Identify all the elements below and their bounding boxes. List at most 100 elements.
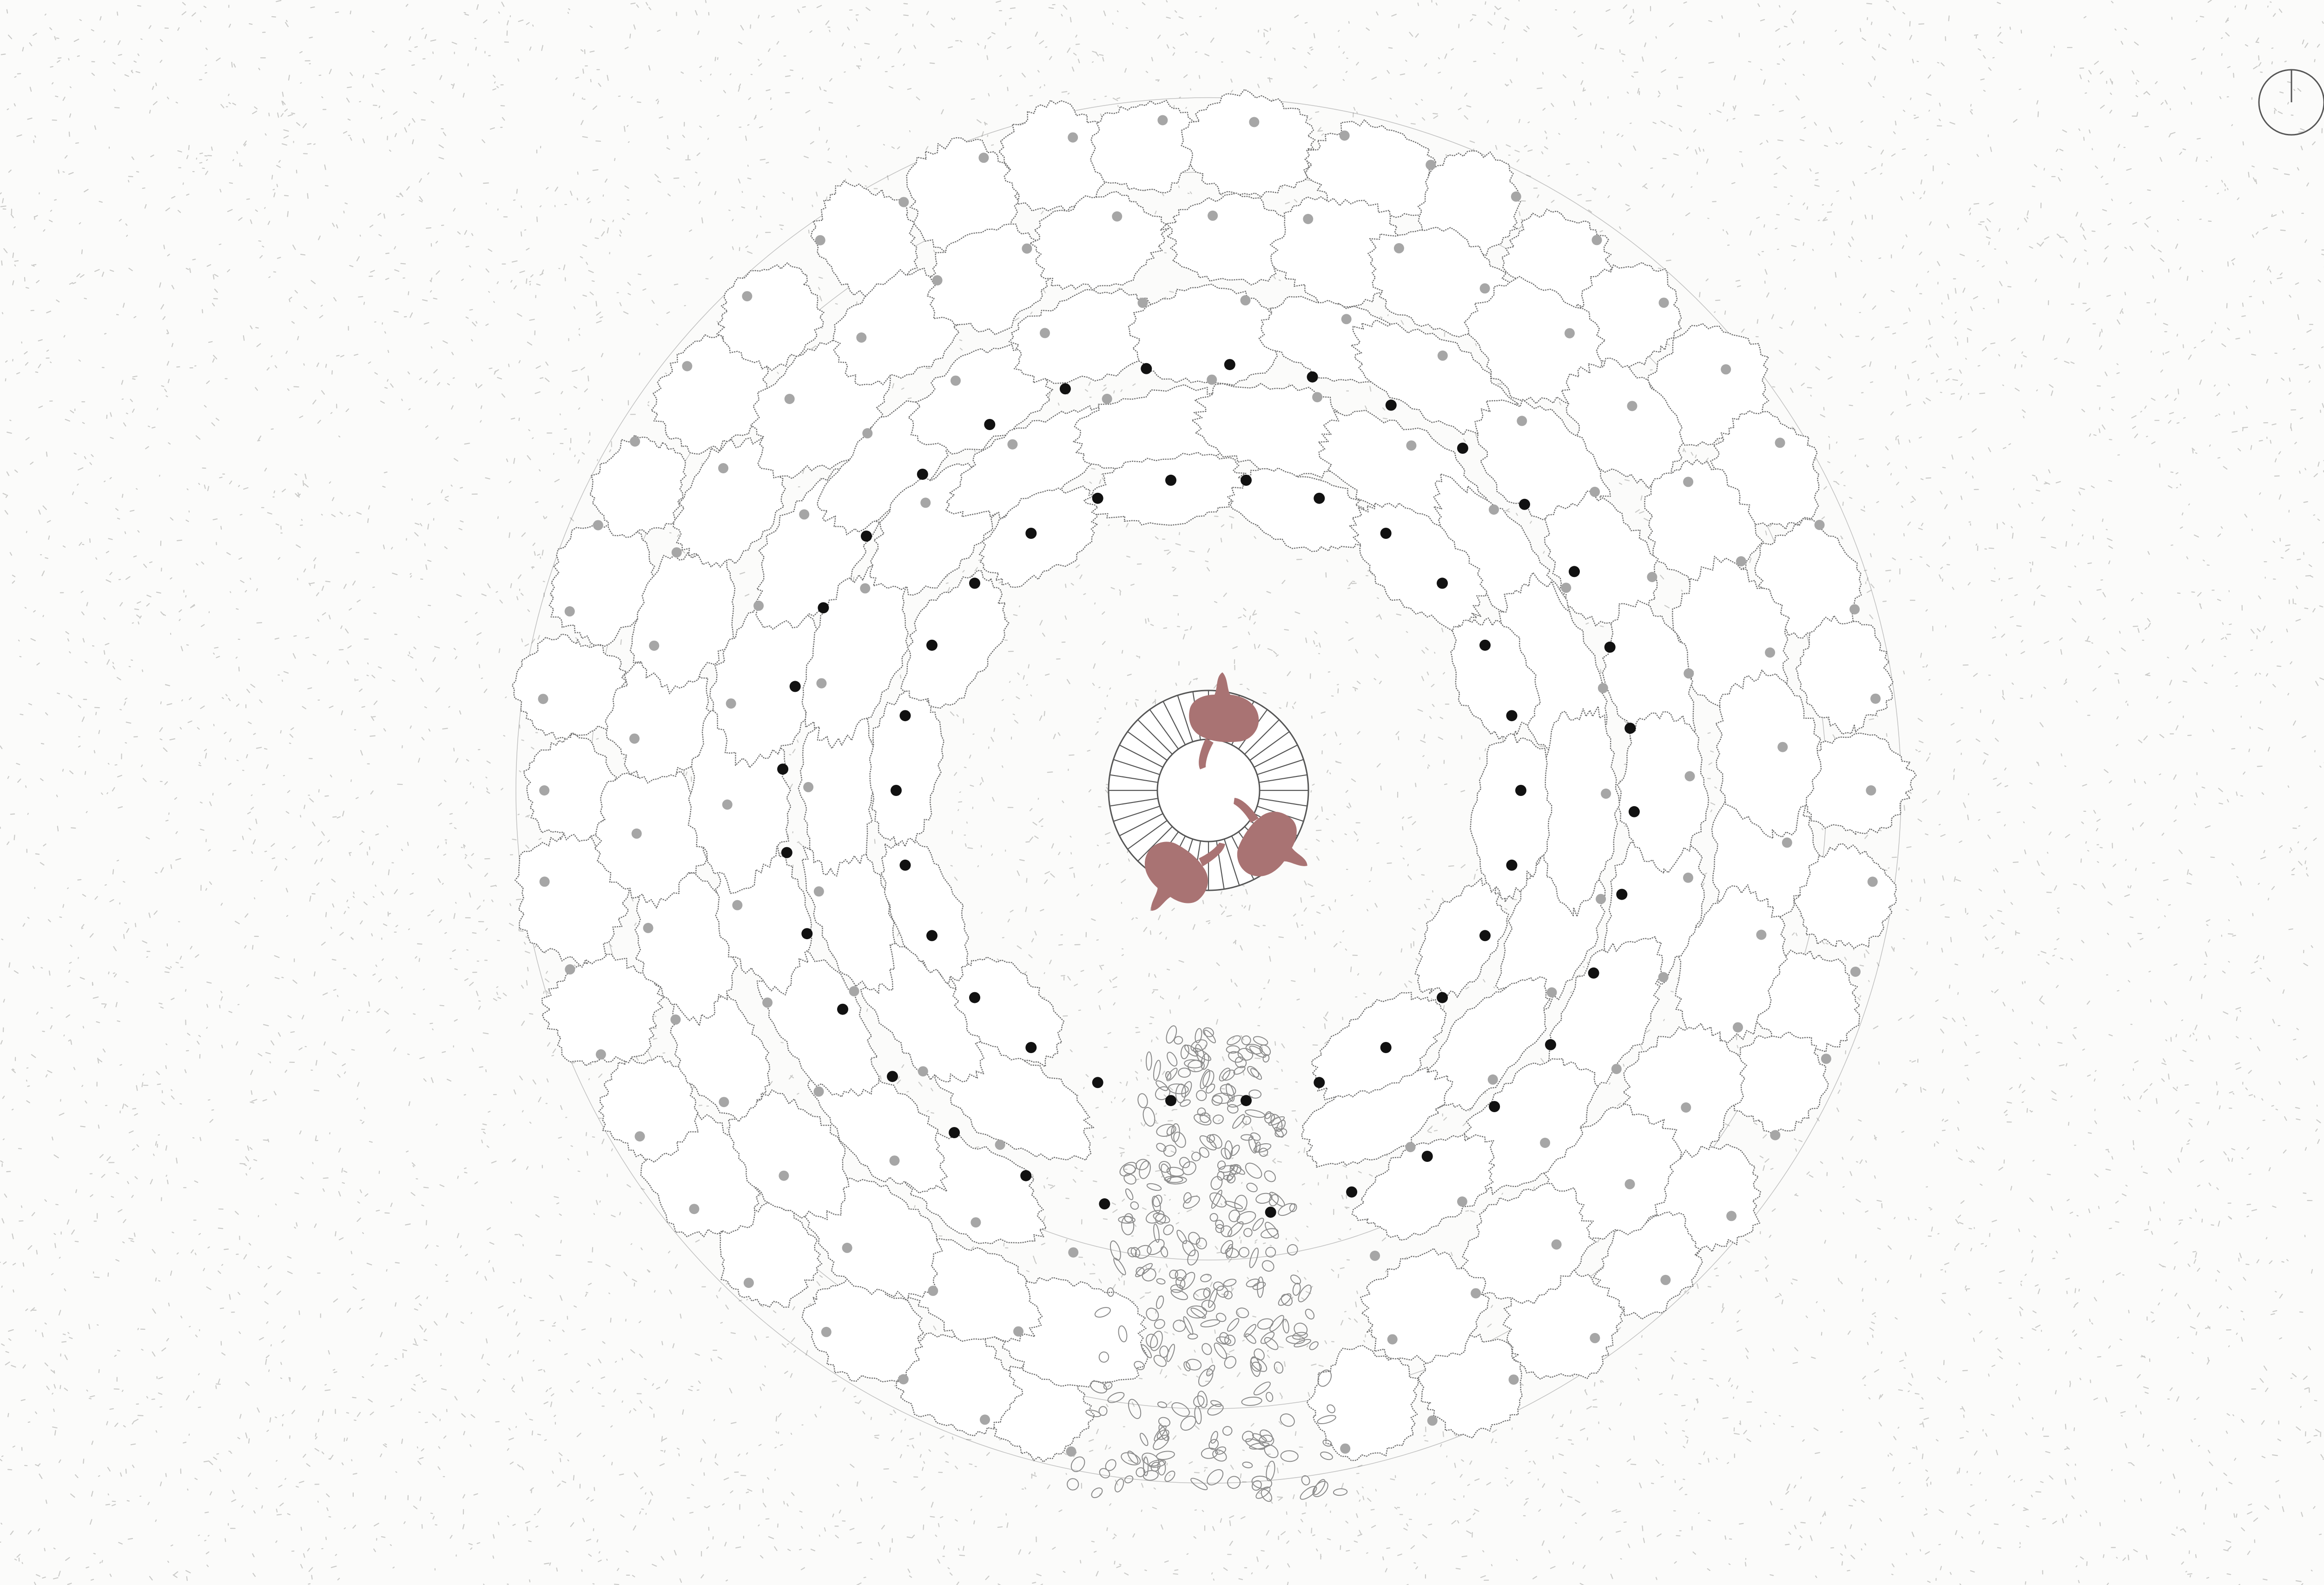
tree-trunk <box>1457 1196 1467 1207</box>
stepping-stone <box>1266 1392 1274 1402</box>
stepping-stone <box>1128 1399 1142 1419</box>
stepping-stone <box>1173 1132 1186 1148</box>
stepping-stone <box>1179 1157 1190 1168</box>
stepping-stone <box>1127 1247 1137 1258</box>
stepping-stone <box>1260 1429 1273 1442</box>
tree-canopy <box>523 734 619 842</box>
stepping-stone <box>1243 1228 1253 1237</box>
tree-trunk <box>1658 298 1669 308</box>
tree-canopy <box>927 223 1053 335</box>
tree-canopy <box>1128 284 1293 386</box>
stepping-stone <box>1134 1361 1145 1370</box>
stepping-stone <box>1202 1027 1214 1037</box>
tree-canopy <box>629 547 736 695</box>
bench-slat <box>1257 759 1304 776</box>
tree-canopy <box>900 570 1010 709</box>
stepping-stone <box>1200 1319 1221 1327</box>
post <box>1545 1039 1556 1050</box>
stepping-stone <box>1182 1195 1200 1209</box>
bench-slat <box>1119 813 1163 836</box>
tree-trunk <box>1733 1022 1743 1033</box>
tree-trunk <box>1647 572 1657 582</box>
stepping-stone <box>1274 1361 1284 1374</box>
tree-trunk <box>1068 132 1078 143</box>
tree-trunk <box>1387 1334 1398 1345</box>
stepping-stone <box>1190 1307 1206 1319</box>
tree-trunk <box>928 1286 938 1296</box>
stepping-stone <box>1199 1135 1217 1151</box>
tree-trunk <box>862 428 873 438</box>
stepping-stone <box>1239 1247 1249 1258</box>
post <box>887 1071 898 1082</box>
tree-trunk <box>1487 1074 1498 1085</box>
tree-canopy <box>946 956 1065 1068</box>
stepping-stone <box>1215 1446 1227 1455</box>
tree-trunk <box>1736 556 1746 567</box>
stepping-stone <box>1163 1145 1177 1157</box>
tree-canopy <box>1181 89 1316 198</box>
tree-trunk <box>595 1049 606 1060</box>
stepping-stone <box>1247 1066 1259 1078</box>
stepping-stone <box>1105 1459 1116 1471</box>
stepping-stone <box>1135 1245 1152 1259</box>
stepping-stone <box>1183 1316 1194 1335</box>
tree-trunk <box>1684 668 1694 679</box>
post <box>1385 399 1397 411</box>
tree-trunk <box>1590 1333 1600 1343</box>
stepping-stone <box>1333 1488 1348 1496</box>
tree-trunk <box>1022 243 1032 254</box>
stepping-stone <box>1219 1068 1231 1081</box>
stepping-stone <box>1195 1044 1205 1064</box>
stepping-stone <box>1178 1068 1191 1078</box>
tree-trunk <box>1339 130 1350 141</box>
tree-trunk <box>1393 243 1404 253</box>
tree-trunk <box>889 1155 900 1166</box>
stepping-stone <box>1180 1415 1196 1431</box>
stepping-stone <box>1098 1406 1108 1416</box>
tree-trunk <box>1157 115 1168 126</box>
tree-trunk <box>718 463 729 473</box>
bench-slat <box>1119 744 1163 768</box>
tree-trunk <box>1591 235 1602 245</box>
tree-canopy <box>1450 617 1541 742</box>
stepping-stone <box>1181 1081 1192 1098</box>
post <box>926 639 938 651</box>
tree-trunk <box>1683 872 1693 883</box>
stepping-stone <box>1107 1287 1114 1297</box>
stepping-stone <box>1220 1084 1236 1096</box>
tree-trunk <box>1303 214 1314 224</box>
tree-canopy <box>810 180 918 298</box>
tree-trunk <box>1112 211 1122 222</box>
tree-trunk <box>538 694 548 704</box>
stepping-stone-path <box>1067 1025 1348 1502</box>
tree-canopy <box>1166 192 1302 285</box>
tree-trunk <box>1849 604 1860 615</box>
stepping-stone <box>1146 1333 1158 1348</box>
tree-trunk <box>995 1140 1005 1150</box>
tree-canopy <box>604 658 713 784</box>
stepping-stone <box>1259 1147 1268 1157</box>
stepping-stone <box>1227 1104 1239 1114</box>
stepping-stone <box>1200 1273 1212 1282</box>
tree-canopy <box>1795 615 1894 735</box>
stepping-stone <box>1222 1426 1233 1436</box>
tree-trunk <box>1427 1415 1438 1426</box>
stepping-stone <box>1199 1112 1211 1123</box>
tree-canopy <box>1464 276 1606 405</box>
north-arrow-icon <box>2258 69 2324 136</box>
stepping-stone <box>1193 1395 1205 1407</box>
stepping-stone <box>1216 1313 1227 1322</box>
stepping-stone <box>1150 1331 1163 1351</box>
tree-trunk <box>1777 742 1788 752</box>
stepping-stone <box>1210 1431 1218 1444</box>
tree-trunk <box>565 964 575 975</box>
tree-trunk <box>1598 683 1608 693</box>
stepping-stone <box>1143 1457 1149 1476</box>
post <box>1314 492 1325 504</box>
tree-trunk <box>920 497 931 508</box>
stepping-stone <box>1208 1439 1219 1450</box>
stepping-stone <box>1209 1134 1222 1149</box>
tree-trunk <box>1866 785 1876 796</box>
stepping-stone <box>1166 1344 1175 1362</box>
stepping-stone <box>1317 1415 1336 1425</box>
